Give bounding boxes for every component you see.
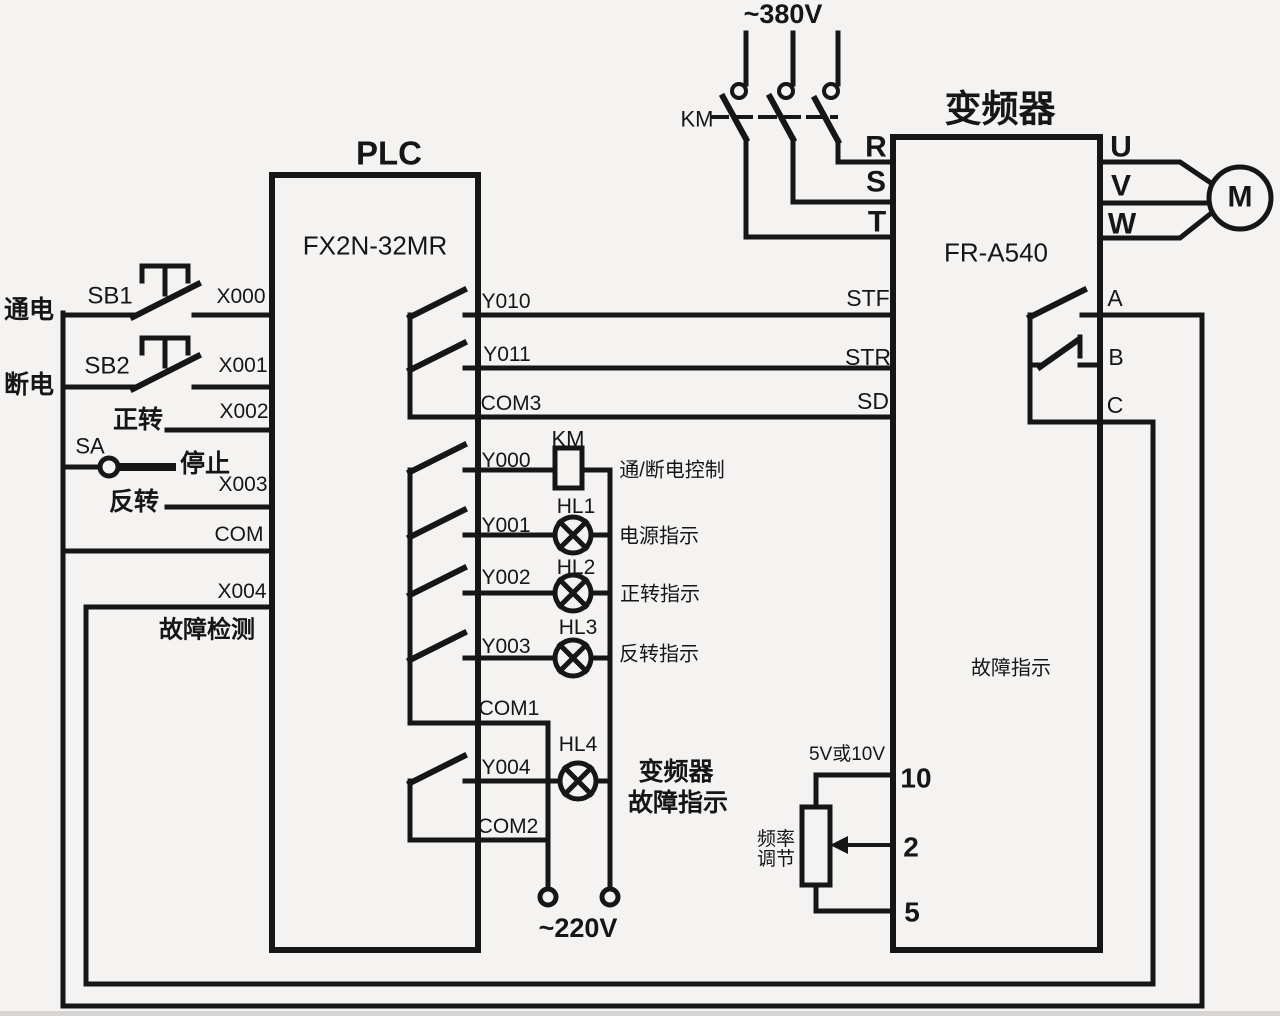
terminal-x002: X002 <box>219 399 269 423</box>
fuse-icon <box>730 82 748 100</box>
terminal-y002: Y002 <box>481 565 531 589</box>
sa-position-forward: 正转 <box>112 405 164 434</box>
relay-b-contact-icon <box>1035 335 1083 372</box>
power-feed-wires <box>710 30 896 240</box>
freq-adjust-caption: 频率 调节 <box>756 829 796 870</box>
terminal-y010: Y010 <box>481 289 531 313</box>
terminal-x000: X000 <box>216 284 266 308</box>
fuse-icon <box>822 82 840 100</box>
terminal-b: B <box>1108 343 1124 370</box>
sb1-label: SB1 <box>87 282 133 310</box>
analog-voltage-caption: 5V或10V <box>808 744 886 766</box>
km-coil-icon <box>552 445 585 491</box>
caption-fault-detect: 故障检测 <box>159 616 255 644</box>
potentiometer-icon <box>799 804 833 888</box>
motor-icon <box>1206 164 1274 232</box>
terminal-v: V <box>1110 169 1132 203</box>
terminal-x003: X003 <box>218 472 268 496</box>
output-circuit <box>405 440 621 908</box>
supply-220v-label: ~220V <box>538 912 618 943</box>
relay-contact-icon <box>405 285 469 375</box>
supply-220v-terminal-right <box>599 886 621 908</box>
plc-model: FX2N-32MR <box>302 230 448 261</box>
lamp-hl3-icon <box>552 637 594 679</box>
terminal-w: W <box>1107 207 1137 241</box>
terminal-s: S <box>865 165 887 199</box>
terminal-y003: Y003 <box>481 634 531 658</box>
motor-label: M <box>1227 180 1253 214</box>
hl2-label: HL2 <box>556 555 596 579</box>
motor-wires <box>1097 159 1218 241</box>
sb2-label: SB2 <box>84 352 130 380</box>
terminal-str: STR <box>845 343 891 370</box>
terminal-u: U <box>1110 130 1132 164</box>
lamp-hl4-icon <box>557 760 599 802</box>
caption-power-on: 通电 <box>3 295 55 324</box>
terminal-a: A <box>1107 284 1123 311</box>
wiper-arrowhead-icon <box>830 836 848 854</box>
relay-a-contact-icon <box>1025 285 1089 322</box>
sb2-pushbutton-icon <box>128 351 203 394</box>
fault-relay-contacts <box>1025 285 1101 425</box>
terminal-x001: X001 <box>218 353 268 377</box>
relay-contact-icon <box>405 440 469 788</box>
lamp-hl1-icon <box>552 514 594 556</box>
caption-y004-line2: 故障指示 <box>627 788 729 817</box>
sb2-actuator-icon <box>139 335 191 369</box>
terminal-com2: COM2 <box>477 814 539 838</box>
sb1-pushbutton-icon <box>128 279 203 322</box>
plc-title: PLC <box>356 134 422 172</box>
terminal-stf: STF <box>846 284 890 311</box>
potentiometer-circuit <box>799 772 896 914</box>
fault-loop-wire <box>83 419 1156 987</box>
caption-y003: 反转指示 <box>619 643 699 666</box>
supply-380v-label: ~380V <box>743 0 823 29</box>
terminal-y011: Y011 <box>483 342 531 366</box>
sa-label: SA <box>75 433 105 459</box>
terminal-r: R <box>865 130 887 164</box>
sa-position-stop: 停止 <box>179 449 231 478</box>
fuse-icon <box>777 82 795 100</box>
lamp-hl2-icon <box>552 572 594 614</box>
terminal-com1: COM1 <box>478 696 540 720</box>
inverter-model: FR-A540 <box>943 237 1049 268</box>
caption-y004-line1: 变频器 <box>638 757 714 786</box>
inverter-fault-caption: 故障指示 <box>971 657 1051 680</box>
input-circuit <box>60 263 1205 1009</box>
hl1-label: HL1 <box>556 494 596 518</box>
caption-y001: 电源指示 <box>619 525 699 548</box>
sa-selector-icon <box>97 455 121 479</box>
screenshot-bottom-edge <box>0 1011 1280 1016</box>
hl3-label: HL3 <box>558 615 598 639</box>
terminal-c: C <box>1106 391 1124 418</box>
caption-y002: 正转指示 <box>620 583 700 606</box>
plc-box <box>269 172 481 953</box>
com-loop-wire <box>60 310 1205 1009</box>
sb1-actuator-icon <box>139 263 191 297</box>
km-coil-label: KM <box>551 426 585 452</box>
km-contactor-label: KM <box>680 106 714 132</box>
supply-220v-terminal-left <box>537 886 559 908</box>
terminal-10: 10 <box>900 762 932 794</box>
inverter-title: 变频器 <box>944 88 1056 130</box>
terminal-t: T <box>867 205 887 239</box>
control-wires <box>405 285 896 420</box>
caption-power-off: 断电 <box>3 370 55 399</box>
terminal-com: COM <box>214 522 264 546</box>
terminal-y004: Y004 <box>481 755 531 779</box>
terminal-2: 2 <box>903 831 919 863</box>
terminal-y001: Y001 <box>481 513 531 537</box>
terminal-5: 5 <box>904 896 920 928</box>
hl4-label: HL4 <box>558 732 598 756</box>
terminal-com3: COM3 <box>480 391 542 415</box>
caption-y000: 通/断电控制 <box>619 459 725 482</box>
terminal-sd: SD <box>857 387 889 414</box>
inverter-box <box>890 134 1103 953</box>
sa-position-reverse: 反转 <box>108 487 160 516</box>
terminal-y000: Y000 <box>481 448 531 472</box>
terminal-x004: X004 <box>217 579 267 603</box>
